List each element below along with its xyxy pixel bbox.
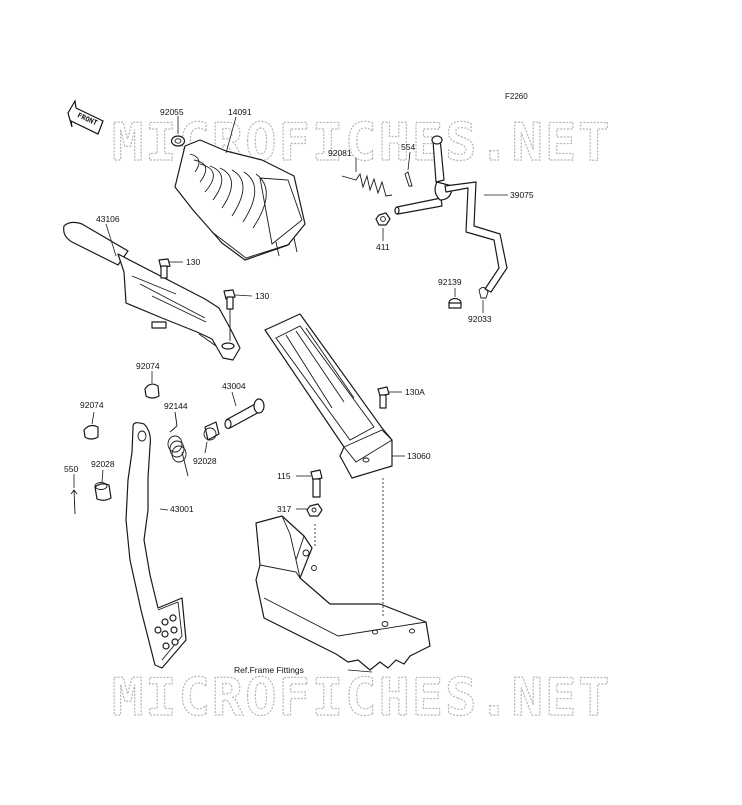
brake-pedal-part (125, 422, 187, 669)
callout-92028-left: 92028 (91, 459, 115, 469)
snap-clip-part (478, 287, 489, 313)
callout-411: 411 (376, 242, 390, 252)
frame-bracket-part (255, 478, 431, 673)
shaft-lever-part (394, 135, 508, 293)
pedal-pad-holes (154, 614, 179, 650)
collar-part (448, 288, 462, 309)
ref-frame-fittings-label: Ref.Frame Fittings (234, 665, 304, 675)
callout-43001: 43001 (170, 504, 194, 514)
callout-130-lower: 130 (255, 291, 269, 301)
callout-43004: 43004 (222, 381, 246, 391)
callout-92074-upper: 92074 (136, 361, 160, 371)
callout-92144: 92144 (164, 401, 188, 411)
callout-92074-lower: 92074 (80, 400, 104, 410)
nut-317-part (296, 503, 323, 517)
callout-13060: 13060 (407, 451, 431, 461)
bushing-92028-mid-part (203, 421, 220, 454)
callout-130A: 130A (405, 387, 425, 397)
bushing-92028-left-part (94, 469, 112, 501)
diagram-code: F2260 (505, 92, 528, 101)
pivot-pin-part (224, 391, 265, 430)
callout-92081: 92081 (328, 148, 352, 158)
torsion-spring-part (167, 411, 189, 477)
clip-part (404, 151, 413, 187)
callout-554: 554 (401, 142, 415, 152)
callout-317: 317 (277, 504, 291, 514)
o-ring-part (170, 116, 186, 147)
callout-115: 115 (277, 471, 291, 481)
parking-brake-lever-part (63, 221, 241, 361)
bolt-130-upper-part (158, 258, 183, 279)
cap-92074-lower-part (83, 411, 99, 440)
callout-39075: 39075 (510, 190, 534, 200)
cap-92074-upper-part (144, 371, 160, 399)
callout-92055: 92055 (160, 107, 184, 117)
callout-550: 550 (64, 464, 78, 474)
bolt-115-part (296, 469, 323, 498)
callout-43106: 43106 (96, 214, 120, 224)
front-arrow-icon: FRONT (67, 99, 104, 135)
cotter-pin-part (70, 474, 78, 515)
bolt-130A-part (377, 386, 402, 409)
nut-part (375, 212, 391, 241)
watermark-bottom: MICROFICHES.NET (112, 668, 612, 728)
accelerator-pedal-part (264, 313, 405, 479)
spring-part (341, 158, 393, 197)
boot-part (174, 116, 306, 261)
callout-92033: 92033 (468, 314, 492, 324)
callout-130-upper: 130 (186, 257, 200, 267)
callout-92028-mid: 92028 (193, 456, 217, 466)
callout-92139: 92139 (438, 277, 462, 287)
bolt-130-lower-part (223, 289, 253, 310)
callout-14091: 14091 (228, 107, 252, 117)
